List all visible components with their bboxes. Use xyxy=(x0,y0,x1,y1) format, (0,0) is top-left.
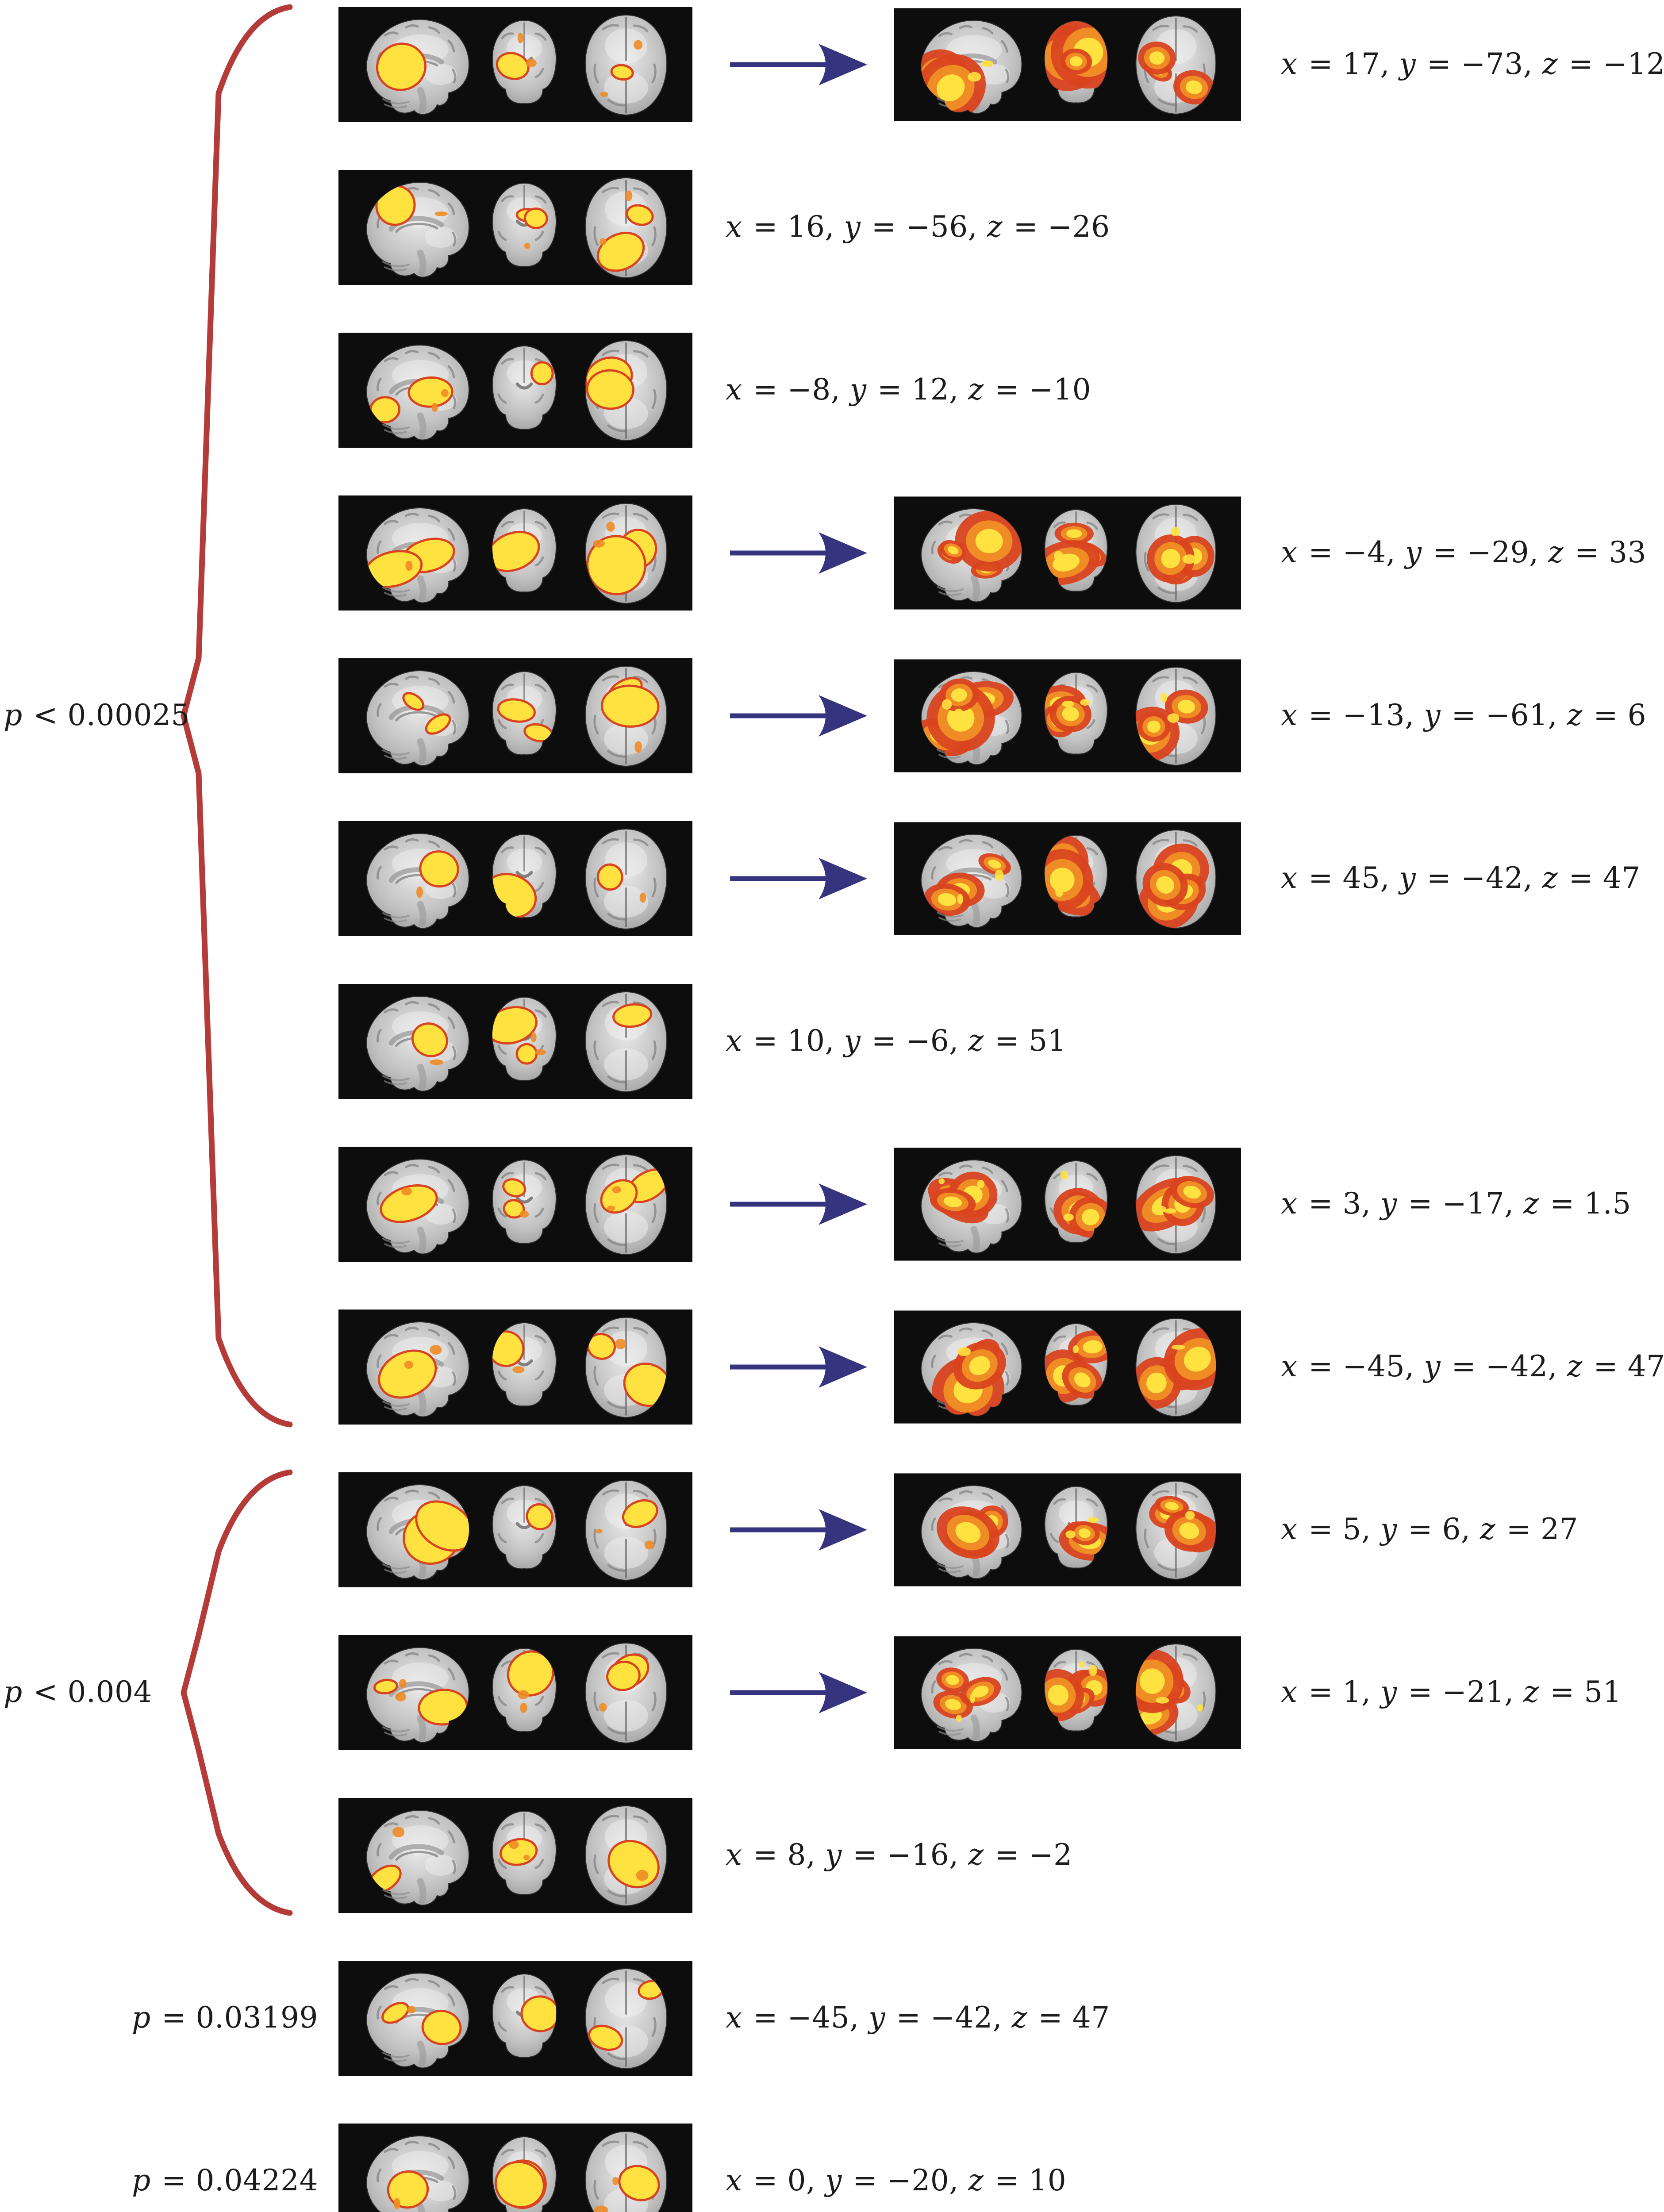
brain-triptych-component-map xyxy=(338,1798,692,1913)
right-arrow-icon xyxy=(730,1672,867,1713)
flow-arrow xyxy=(730,1343,867,1393)
mni-coordinates-label: x = 10, y = −6, z = 51 xyxy=(726,1023,1067,1058)
flow-arrow xyxy=(730,854,867,905)
brain-panel-source xyxy=(338,984,692,1099)
brain-panel-source xyxy=(338,1635,692,1750)
brain-triptych-component-map xyxy=(338,1961,692,2076)
group-p-value-label: p < 0.004 xyxy=(4,1674,152,1709)
brain-triptych-stat-map xyxy=(894,1636,1241,1749)
mni-coordinates-label: x = −45, y = −42, z = 47 xyxy=(726,2000,1110,2035)
row-p-value-label: p = 0.04224 xyxy=(132,2163,318,2197)
mni-coordinates-label: x = −4, y = −29, z = 33 xyxy=(1281,535,1647,569)
mni-coordinates-label: x = 1, y = −21, z = 51 xyxy=(1281,1674,1622,1709)
brain-panel-source xyxy=(338,7,692,122)
brain-panel-source xyxy=(338,495,692,611)
brain-triptych-component-map xyxy=(338,170,692,285)
brain-triptych-component-map xyxy=(338,1635,692,1750)
brain-panel-source xyxy=(338,170,692,285)
flow-arrow xyxy=(730,691,867,742)
brain-triptych-component-map xyxy=(338,821,692,936)
brain-panel-source xyxy=(338,2124,692,2212)
brain-triptych-component-map xyxy=(338,1310,692,1425)
brain-panel-source xyxy=(338,821,692,936)
flow-arrow xyxy=(730,529,867,579)
right-arrow-icon xyxy=(730,858,867,899)
brain-triptych-component-map xyxy=(338,7,692,122)
brain-triptych-stat-map xyxy=(894,659,1241,772)
brain-triptych-stat-map xyxy=(894,496,1241,610)
brain-triptych-stat-map xyxy=(894,1473,1241,1586)
brain-panel-result xyxy=(894,1635,1241,1750)
brain-triptych-component-map xyxy=(338,1472,692,1587)
flow-arrow xyxy=(730,1668,867,1719)
right-arrow-icon xyxy=(730,532,867,574)
brain-panel-source xyxy=(338,1472,692,1587)
mni-coordinates-label: x = 0, y = −20, z = 10 xyxy=(726,2163,1067,2197)
right-arrow-icon xyxy=(730,44,867,85)
brain-panel-source xyxy=(338,1798,692,1913)
mni-coordinates-label: x = 17, y = −73, z = −12 xyxy=(1281,46,1664,81)
brain-triptych-component-map xyxy=(338,2124,692,2212)
flow-arrow xyxy=(730,1505,867,1556)
brain-panel-source xyxy=(338,658,692,773)
brain-triptych-component-map xyxy=(338,984,692,1099)
brain-panel-source xyxy=(338,1147,692,1262)
brain-panel-result xyxy=(894,1147,1241,1262)
brain-panel-result xyxy=(894,658,1241,773)
brain-panel-result xyxy=(894,1310,1241,1425)
mni-coordinates-label: x = 8, y = −16, z = −2 xyxy=(726,1837,1072,1872)
mni-coordinates-label: x = −45, y = −42, z = 47 xyxy=(1281,1349,1664,1383)
right-arrow-icon xyxy=(730,695,867,737)
row-p-value-label: p = 0.03199 xyxy=(132,2000,318,2035)
brain-panel-result xyxy=(894,821,1241,936)
brain-panel-source xyxy=(338,1961,692,2076)
brain-panel-result xyxy=(894,7,1241,122)
brain-panel-result xyxy=(894,495,1241,611)
mni-coordinates-label: x = 45, y = −42, z = 47 xyxy=(1281,860,1641,895)
mni-coordinates-label: x = −8, y = 12, z = −10 xyxy=(726,372,1091,407)
brain-triptych-component-map xyxy=(338,658,692,773)
flow-arrow xyxy=(730,1180,867,1230)
brain-triptych-component-map xyxy=(338,333,692,448)
brain-triptych-component-map xyxy=(338,495,692,611)
brain-triptych-stat-map xyxy=(894,8,1241,121)
mni-coordinates-label: x = 3, y = −17, z = 1.5 xyxy=(1281,1186,1631,1221)
brain-triptych-stat-map xyxy=(894,822,1241,935)
right-arrow-icon xyxy=(730,1346,867,1388)
brain-triptych-component-map xyxy=(338,1147,692,1262)
mni-coordinates-label: x = −13, y = −61, z = 6 xyxy=(1281,698,1647,732)
brain-triptych-stat-map xyxy=(894,1148,1241,1261)
group-p-value-label: p < 0.00025 xyxy=(4,698,190,732)
flow-arrow xyxy=(730,40,867,91)
brain-triptych-stat-map xyxy=(894,1310,1241,1424)
right-arrow-icon xyxy=(730,1509,867,1551)
group-brace xyxy=(181,1469,293,1916)
brain-panel-result xyxy=(894,1472,1241,1587)
mni-coordinates-label: x = 5, y = 6, z = 27 xyxy=(1281,1512,1578,1546)
brain-panel-source xyxy=(338,333,692,448)
right-arrow-icon xyxy=(730,1183,867,1225)
group-brace xyxy=(181,4,293,1428)
mni-coordinates-label: x = 16, y = −56, z = −26 xyxy=(726,209,1110,244)
brain-panel-source xyxy=(338,1310,692,1425)
